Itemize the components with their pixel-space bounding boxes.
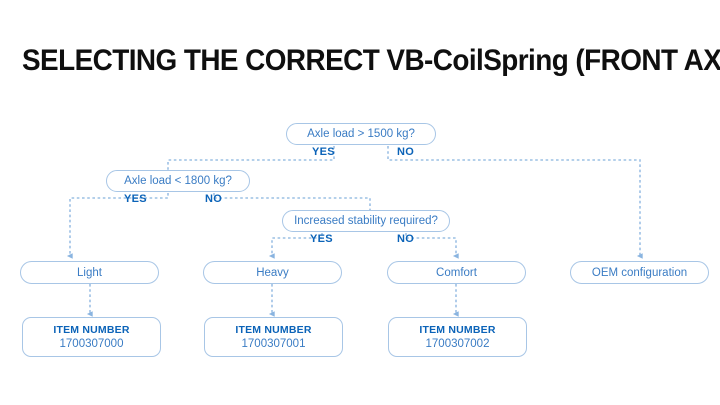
item-number-box-1700307002[interactable]: ITEM NUMBER 1700307002 <box>388 317 527 357</box>
result-node-label: Comfort <box>436 266 477 279</box>
item-number-box-1700307001[interactable]: ITEM NUMBER 1700307001 <box>204 317 343 357</box>
decision-node-label: Increased stability required? <box>294 215 438 227</box>
decision-node-label: Axle load > 1500 kg? <box>307 128 415 140</box>
item-number-value: 1700307000 <box>59 338 124 350</box>
item-number-value: 1700307001 <box>241 338 306 350</box>
branch-label-1500-no: NO <box>397 146 415 158</box>
branch-label-1800-yes: YES <box>124 193 147 205</box>
connector-1500-yes <box>167 146 335 170</box>
item-number-heading: ITEM NUMBER <box>235 324 312 336</box>
connector-stability-no <box>405 233 459 259</box>
result-node-light[interactable]: Light <box>20 261 159 284</box>
decision-node-axle-load-1800[interactable]: Axle load < 1800 kg? <box>106 170 250 192</box>
result-node-oem-configuration[interactable]: OEM configuration <box>570 261 709 284</box>
branch-label-stability-yes: YES <box>310 233 333 245</box>
item-number-value: 1700307002 <box>425 338 490 350</box>
item-number-heading: ITEM NUMBER <box>53 324 130 336</box>
branch-label-1500-yes: YES <box>312 146 335 158</box>
branch-label-stability-no: NO <box>397 233 415 245</box>
result-node-label: OEM configuration <box>591 266 688 279</box>
connector-1500-no <box>387 146 643 259</box>
result-node-heavy[interactable]: Heavy <box>203 261 342 284</box>
decision-node-increased-stability[interactable]: Increased stability required? <box>282 210 450 232</box>
branch-label-1800-no: NO <box>205 193 223 205</box>
connector-1800-yes <box>66 193 169 259</box>
connector-1800-no <box>213 193 371 210</box>
decision-node-axle-load-1500[interactable]: Axle load > 1500 kg? <box>286 123 436 145</box>
item-number-heading: ITEM NUMBER <box>419 324 496 336</box>
connector-stability-yes <box>268 233 323 259</box>
item-number-box-1700307000[interactable]: ITEM NUMBER 1700307000 <box>22 317 161 357</box>
result-node-comfort[interactable]: Comfort <box>387 261 526 284</box>
decision-node-label: Axle load < 1800 kg? <box>124 175 232 187</box>
page-title: SELECTING THE CORRECT VB-CoilSpring (FRO… <box>22 44 720 77</box>
result-node-label: Heavy <box>256 266 289 279</box>
result-node-label: Light <box>77 266 102 279</box>
